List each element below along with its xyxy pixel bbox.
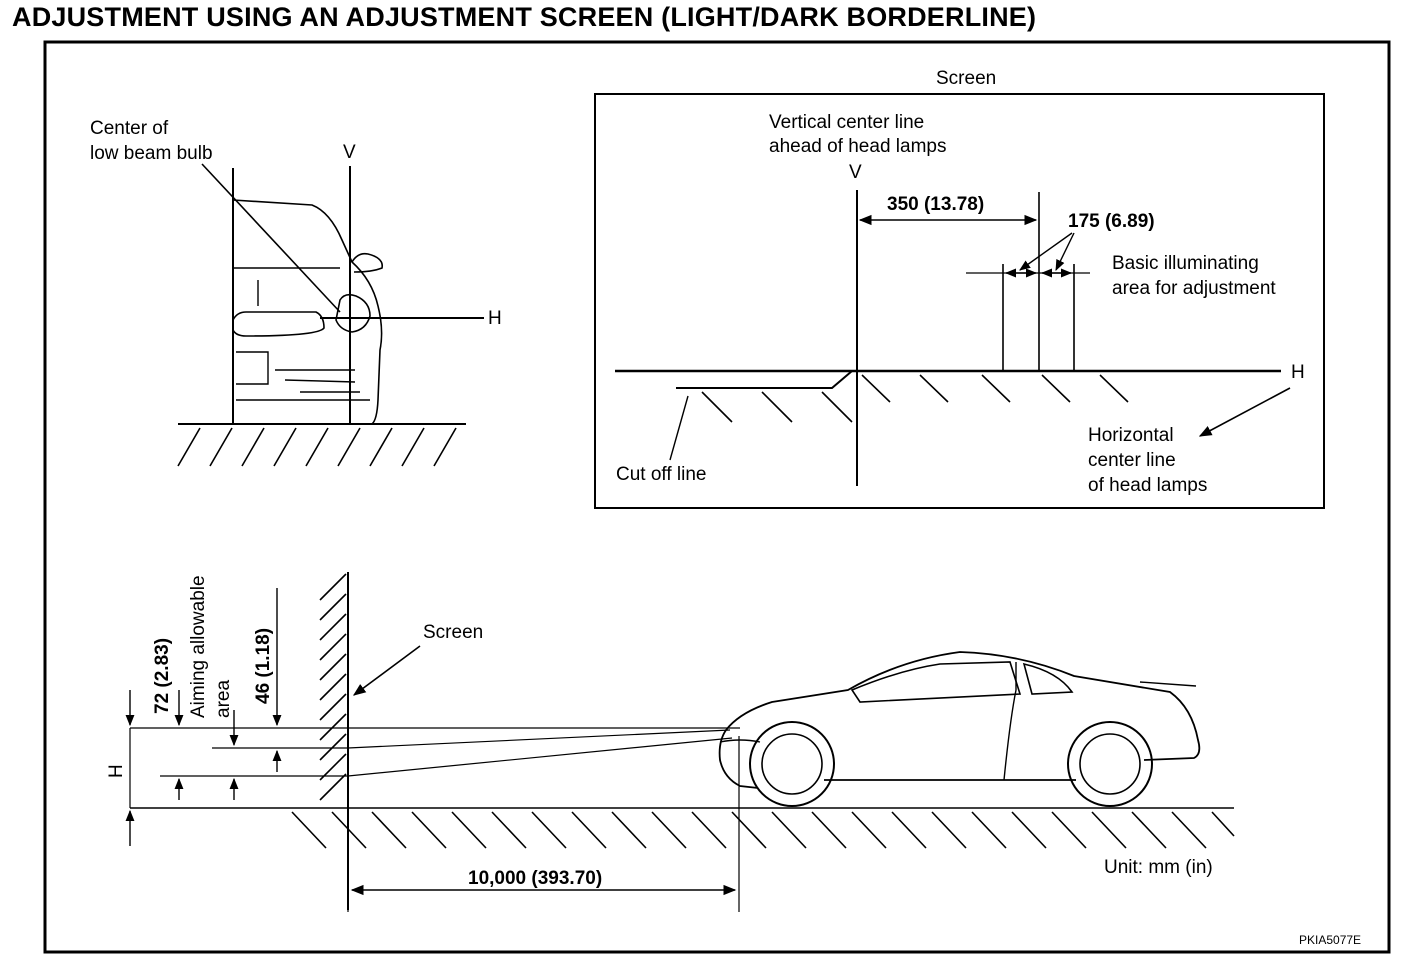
dim-46-label: 46 (1.18): [253, 628, 274, 704]
cutoff-line: [676, 370, 853, 389]
car-window-rear: [1022, 662, 1074, 695]
dim-175-label: 175 (6.89): [1068, 211, 1155, 232]
mirror-outline: [351, 252, 384, 273]
side-screen-arrow: [352, 645, 421, 696]
beam-upper: [347, 729, 731, 749]
screen-h-label: H: [1291, 362, 1305, 383]
front-h-label: H: [488, 308, 502, 329]
outer-frame: [43, 40, 1391, 954]
front-view: [177, 163, 484, 467]
rear-wheel: [1067, 721, 1153, 807]
side-h-label: H: [106, 764, 127, 778]
distance-label: 10,000 (393.70): [468, 868, 602, 889]
cutoff-label: Cut off line: [616, 464, 706, 485]
screen-panel-frame: [594, 93, 1325, 509]
headlamp-outline: [335, 293, 371, 333]
hcl-label-line2: center line: [1088, 450, 1176, 471]
bulb-label-line2: low beam bulb: [90, 143, 213, 164]
unit-label: Unit: mm (in): [1104, 857, 1213, 878]
dim-72-label: 72 (2.83): [152, 638, 173, 714]
front-ground-hatch: [177, 427, 457, 467]
screen-panel-lines: [615, 190, 1291, 486]
bulb-leader-line: [201, 163, 341, 313]
hcl-arrow: [1198, 387, 1291, 437]
side-ground-hatch: [291, 811, 1235, 849]
bumper-details: [236, 280, 370, 401]
dim-350-label: 350 (13.78): [887, 194, 984, 215]
basic-area-label-line1: Basic illuminating: [1112, 253, 1259, 274]
side-view: [125, 572, 1235, 912]
beam-lower: [347, 737, 733, 777]
screen-hatch: [701, 374, 1129, 423]
side-screen-label: Screen: [423, 622, 483, 643]
car-side-outline: [718, 651, 1201, 789]
cutoff-leader: [669, 395, 689, 461]
front-v-label: V: [343, 142, 356, 163]
wall-hatch: [319, 573, 347, 801]
car-front-outline: [232, 199, 383, 425]
aim-label-line1: Aiming allowable: [188, 575, 209, 718]
basic-area-label-line2: area for adjustment: [1112, 278, 1276, 299]
vcl-label-line2: ahead of head lamps: [769, 136, 946, 157]
figure-code: PKIA5077E: [1299, 933, 1361, 947]
screen-heading: Screen: [936, 68, 996, 89]
hcl-label-line3: of head lamps: [1088, 475, 1207, 496]
hcl-label-line1: Horizontal: [1088, 425, 1174, 446]
front-wheel: [749, 721, 835, 807]
aim-label-line2: area: [213, 680, 234, 718]
car-window-front: [850, 661, 1022, 703]
bulb-label-line1: Center of: [90, 118, 169, 139]
page-title: ADJUSTMENT USING AN ADJUSTMENT SCREEN (L…: [12, 2, 1037, 32]
screen-v-label: V: [849, 162, 862, 183]
vcl-label-line1: Vertical center line: [769, 112, 924, 133]
